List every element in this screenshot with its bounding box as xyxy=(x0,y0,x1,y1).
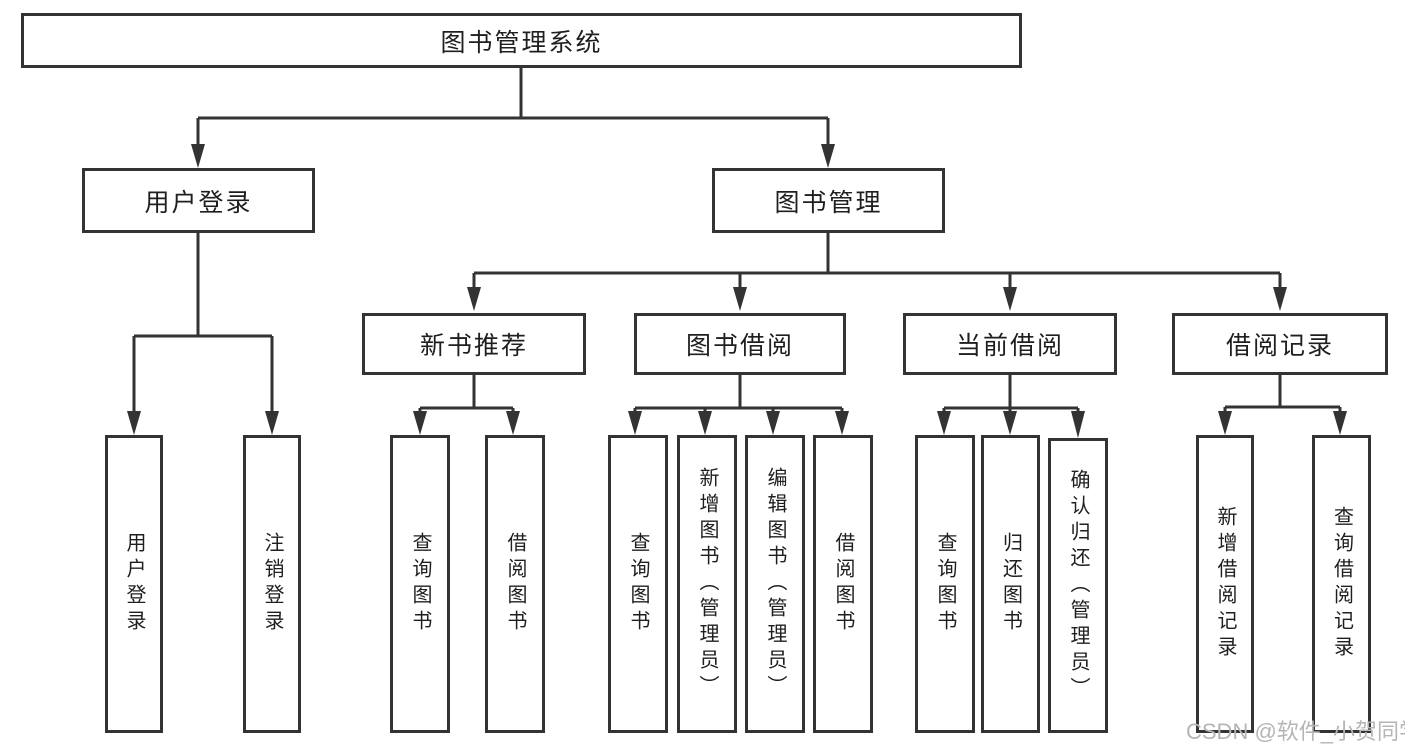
connector-new-books xyxy=(413,374,520,435)
node-leaf-user-login: 用户登录 xyxy=(105,435,163,733)
leaf-label: 注销登录 xyxy=(261,532,283,636)
leaf-label: 新增图书（管理员） xyxy=(696,467,718,701)
node-leaf-bb-query-books: 查询图书 xyxy=(608,435,668,733)
node-current-borrow: 当前借阅 xyxy=(903,313,1117,375)
node-new-book-recommend: 新书推荐 xyxy=(362,313,586,375)
node-leaf-logout: 注销登录 xyxy=(243,435,301,733)
node-book-management: 图书管理 xyxy=(712,168,945,233)
node-leaf-bb-edit-books-admin: 编辑图书（管理员） xyxy=(745,435,805,733)
leaf-label: 查询图书 xyxy=(409,532,431,636)
node-leaf-nb-query-books: 查询图书 xyxy=(390,435,450,733)
node-user-login: 用户登录 xyxy=(82,168,315,233)
connector-borrow-records xyxy=(1218,374,1347,435)
connector-root-to-level2 xyxy=(191,67,835,168)
csdn-watermark: CSDN @软件_小贺同学 xyxy=(1186,719,1405,744)
node-leaf-nb-borrow-books: 借阅图书 xyxy=(485,435,545,733)
leaf-label: 归还图书 xyxy=(999,532,1022,636)
node-root: 图书管理系统 xyxy=(21,13,1022,68)
connector-book-borrow xyxy=(628,374,849,435)
node-leaf-bb-borrow-books: 借阅图书 xyxy=(813,435,873,733)
leaf-label: 编辑图书（管理员） xyxy=(764,467,786,701)
node-leaf-cb-confirm-return-admin: 确认归还（管理员） xyxy=(1048,438,1108,733)
leaf-label: 用户登录 xyxy=(123,532,145,636)
leaf-label: 借阅图书 xyxy=(832,532,854,636)
leaf-label: 新增借阅记录 xyxy=(1214,506,1236,662)
leaf-label: 查询借阅记录 xyxy=(1330,506,1353,662)
node-leaf-br-query-record: 查询借阅记录 xyxy=(1312,435,1371,733)
leaf-label: 确认归还（管理员） xyxy=(1067,468,1089,703)
connector-book-management xyxy=(467,232,1287,311)
node-borrow-records: 借阅记录 xyxy=(1172,313,1388,375)
connector-current-borrow xyxy=(937,374,1085,438)
node-leaf-cb-return-books: 归还图书 xyxy=(981,435,1040,733)
leaf-label: 借阅图书 xyxy=(504,532,526,636)
leaf-label: 查询图书 xyxy=(627,532,649,636)
node-leaf-cb-query-books: 查询图书 xyxy=(915,435,975,733)
node-leaf-br-add-record: 新增借阅记录 xyxy=(1196,435,1254,733)
node-book-borrow: 图书借阅 xyxy=(634,313,846,375)
node-leaf-bb-add-books-admin: 新增图书（管理员） xyxy=(677,435,737,733)
leaf-label: 查询图书 xyxy=(934,532,956,636)
connector-user-login xyxy=(127,232,279,435)
